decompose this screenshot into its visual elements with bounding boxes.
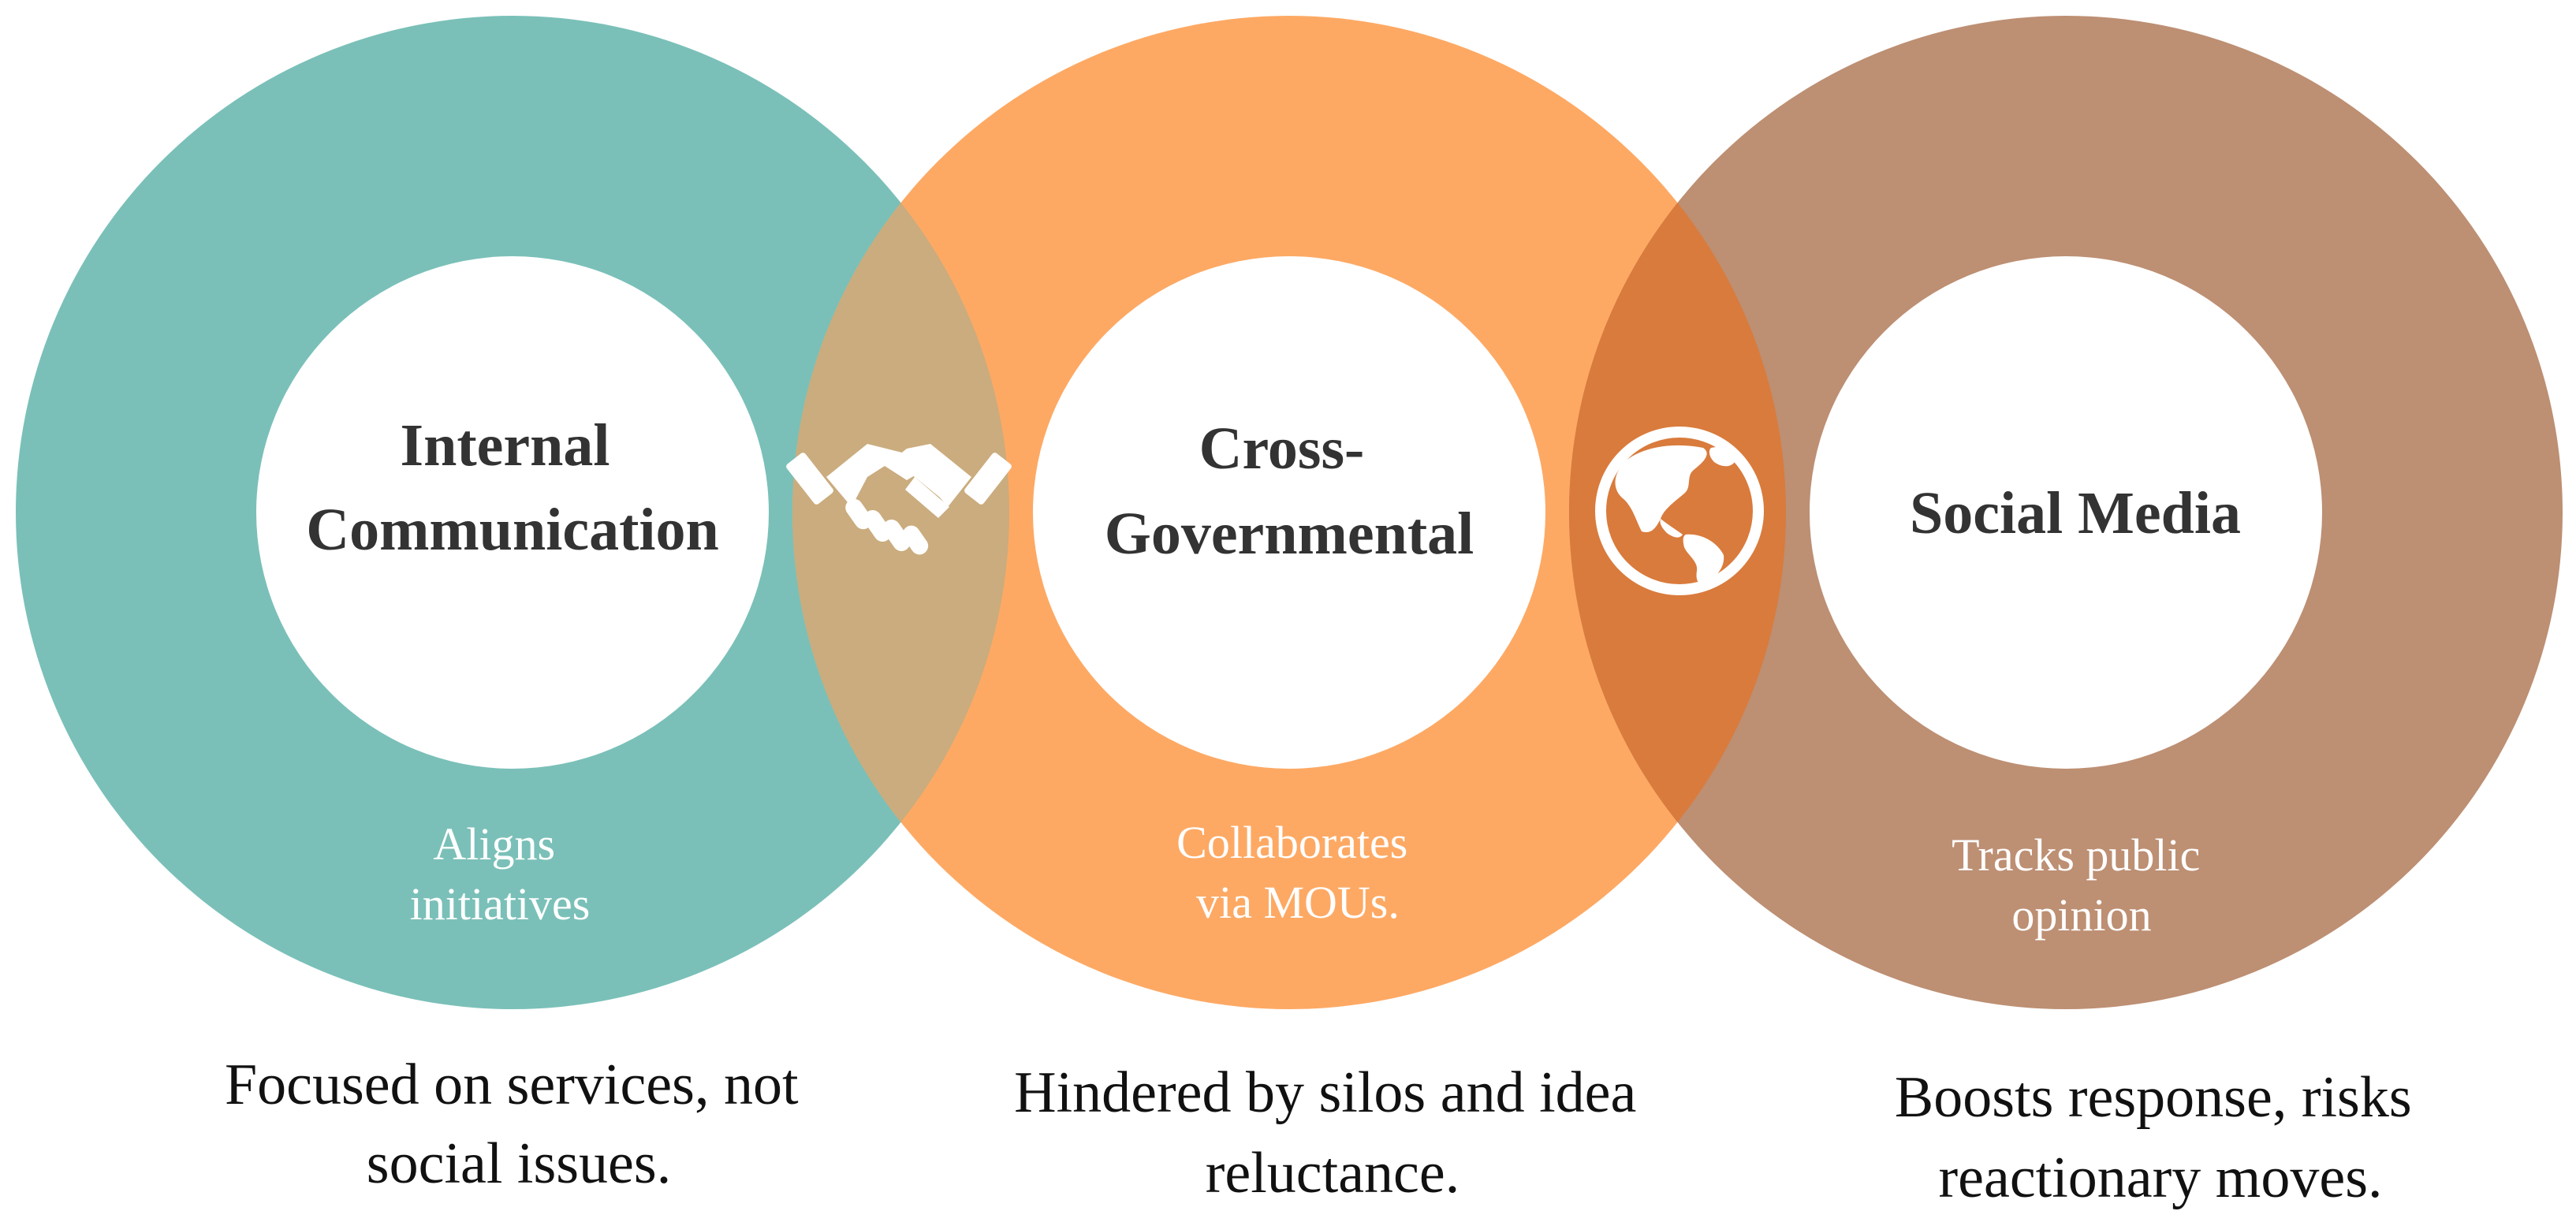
title-line: Cross-	[1199, 415, 1365, 482]
ring-line: Tracks public	[1952, 829, 2200, 881]
ring-desc-internal: Aligns initiatives	[410, 818, 591, 930]
caption-cross: Hindered by silos and idea reluctance.	[1014, 1060, 1651, 1206]
title-cross-governmental: Cross- Governmental	[1105, 415, 1474, 567]
ring-desc-social: Tracks public opinion	[1952, 829, 2212, 941]
ring-line: initiatives	[410, 878, 591, 930]
caption-line: Boosts response, risks	[1895, 1065, 2412, 1130]
title-line: Governmental	[1105, 501, 1474, 567]
title-line: Communication	[306, 497, 719, 563]
inner-disc-social	[1810, 256, 2322, 769]
ring-line: Aligns	[433, 818, 555, 870]
caption-internal: Focused on services, not social issues.	[225, 1053, 813, 1196]
title-line: Social Media	[1910, 480, 2241, 546]
caption-line: Hindered by silos and idea	[1014, 1060, 1636, 1125]
title-social-media: Social Media	[1910, 480, 2241, 546]
caption-line: Focused on services, not	[225, 1053, 799, 1117]
title-line: Internal	[401, 412, 610, 479]
ring-line: opinion	[2011, 889, 2151, 941]
caption-social: Boosts response, risks reactionary moves…	[1895, 1065, 2426, 1210]
ring-line: via MOUs.	[1196, 877, 1400, 928]
caption-line: reactionary moves.	[1939, 1146, 2383, 1210]
inner-disc-cross	[1033, 256, 1545, 769]
title-internal-communication: Internal Communication	[306, 412, 719, 563]
inner-disc-internal	[256, 256, 769, 769]
handshake-icon	[786, 444, 1012, 555]
globe-icon	[1595, 427, 1764, 595]
caption-line: social issues.	[367, 1131, 671, 1196]
ring-line: Collaborates	[1176, 817, 1407, 868]
ring-desc-cross: Collaborates via MOUs.	[1176, 817, 1419, 928]
caption-line: reluctance.	[1206, 1141, 1460, 1206]
